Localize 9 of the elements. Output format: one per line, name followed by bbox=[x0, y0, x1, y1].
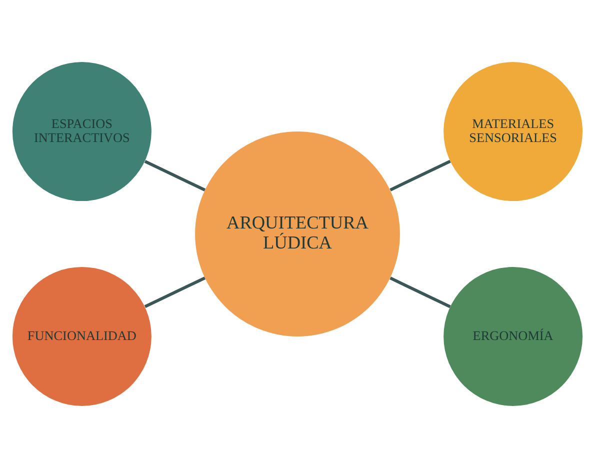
node-circle: ESPACIOS INTERACTIVOS bbox=[12, 62, 152, 202]
node-circle: ARQUITECTURA LÚDICA bbox=[195, 132, 400, 336]
node-circle: MATERIALES SENSORIALES bbox=[444, 62, 583, 202]
connector bbox=[144, 276, 206, 308]
connector bbox=[390, 160, 451, 192]
connector bbox=[144, 160, 206, 192]
connector bbox=[390, 276, 451, 308]
node-circle: ERGONOMÍA bbox=[444, 266, 583, 406]
node-circle: FUNCIONALIDAD bbox=[12, 266, 152, 406]
